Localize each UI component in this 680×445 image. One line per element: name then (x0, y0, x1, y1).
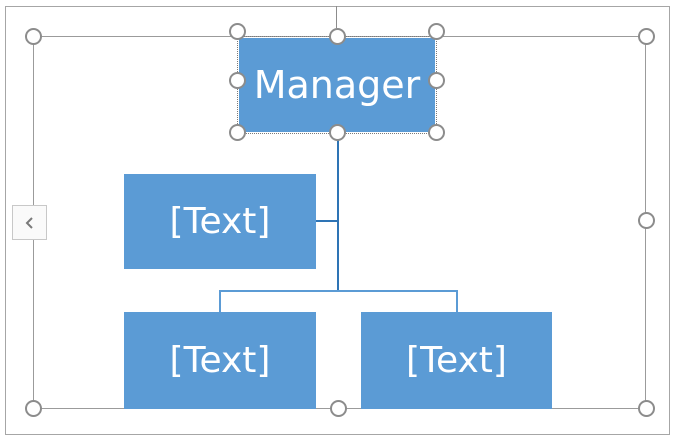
frame-resize-handle-bottom-right[interactable] (638, 400, 655, 417)
subordinate-node-right[interactable]: [Text] (361, 312, 552, 409)
manager-node-label: Manager (253, 63, 421, 107)
frame-resize-handle-right[interactable] (638, 212, 655, 229)
assistant-node[interactable]: [Text] (124, 174, 316, 269)
frame-resize-handle-bottom-left[interactable] (25, 400, 42, 417)
manager-node[interactable]: Manager (237, 36, 437, 134)
text-pane-toggle[interactable] (12, 205, 47, 240)
shape-resize-handle-top-left[interactable] (229, 23, 246, 40)
graphic-frame (5, 6, 670, 435)
subordinate-node-left-label: [Text] (169, 340, 271, 381)
shape-resize-handle-bottom-right[interactable] (428, 124, 445, 141)
chevron-left-icon (25, 216, 33, 229)
assistant-node-label: [Text] (169, 201, 271, 242)
subordinate-node-left[interactable]: [Text] (124, 312, 316, 409)
subordinate-node-right-label: [Text] (406, 340, 507, 381)
shape-resize-handle-top-right[interactable] (428, 23, 445, 40)
shape-resize-handle-bottom-left[interactable] (229, 124, 246, 141)
shape-resize-handle-top[interactable] (329, 28, 346, 45)
frame-resize-handle-bottom[interactable] (330, 400, 347, 417)
frame-resize-handle-top-left[interactable] (25, 28, 42, 45)
frame-resize-handle-top-right[interactable] (638, 28, 655, 45)
frame-top-tick (336, 6, 337, 28)
shape-resize-handle-bottom[interactable] (329, 124, 346, 141)
shape-resize-handle-left[interactable] (229, 72, 246, 89)
shape-resize-handle-right[interactable] (428, 72, 445, 89)
